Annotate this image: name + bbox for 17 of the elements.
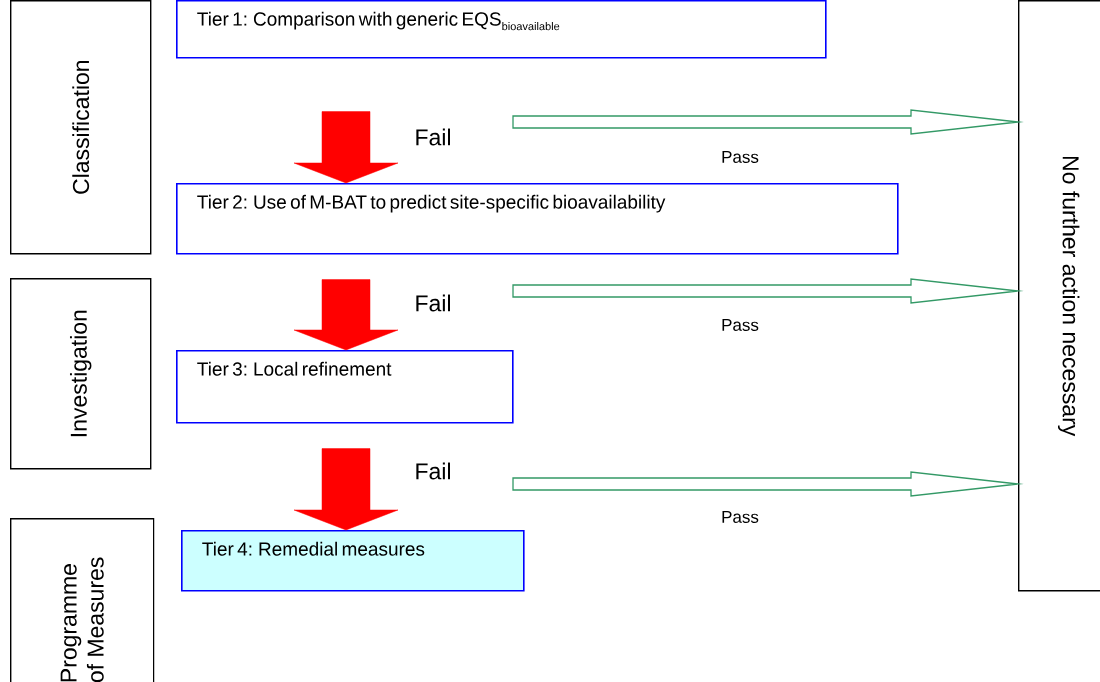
stage-box: Classification: [10, 0, 152, 255]
block-arrow: [293, 448, 399, 531]
edge-label: Fail: [416, 294, 450, 312]
block-arrow: [293, 111, 399, 184]
stage-box: Programme of Measures: [10, 518, 155, 682]
tier-box: $\text{Tier 1: Comparison with generic EQS}_{\text{bioavailable}}$: [176, 0, 827, 59]
edge-label: Fail: [416, 462, 450, 480]
tier-box: Tier 3: Local refinement: [176, 350, 514, 424]
edge-label: Pass: [722, 511, 759, 523]
stage-box: Investigation: [10, 278, 152, 470]
tier-box: Tier 2: Use of M-BAT to predict site-specific bioavailability: [176, 183, 899, 255]
stage-box: No further action necessary: [1018, 0, 1100, 592]
edge-label: Pass: [722, 151, 759, 163]
edge-label: Fail: [416, 128, 450, 146]
tier-box: Tier 4: Remedial measures: [181, 530, 525, 592]
edge-label: Pass: [722, 319, 759, 331]
block-arrow: [293, 279, 399, 351]
